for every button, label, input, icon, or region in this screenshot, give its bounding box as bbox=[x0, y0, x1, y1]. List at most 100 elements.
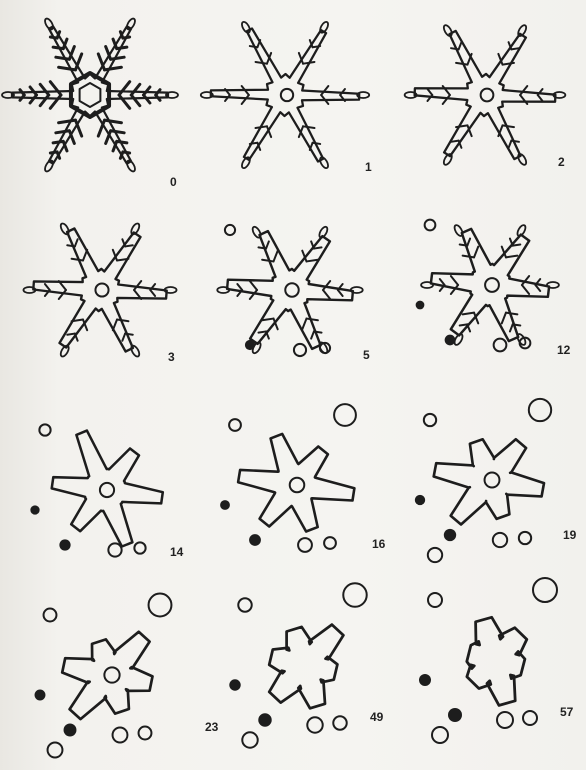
snowflake bbox=[419, 578, 557, 743]
branch bbox=[40, 95, 49, 106]
panel-8: 19 bbox=[405, 400, 575, 575]
center-ring bbox=[485, 278, 499, 292]
panel-label: 23 bbox=[205, 720, 218, 734]
branch bbox=[274, 251, 278, 262]
branch bbox=[56, 131, 70, 133]
center-ring bbox=[485, 473, 500, 488]
branch bbox=[40, 84, 49, 95]
branch bbox=[511, 48, 519, 49]
panel-label: 12 bbox=[557, 343, 570, 357]
snowflake-drawing bbox=[205, 210, 375, 385]
panel-11: 57 bbox=[410, 580, 580, 755]
droplet bbox=[225, 225, 235, 235]
branch bbox=[111, 131, 125, 133]
branch bbox=[50, 82, 61, 95]
snowflake-drawing bbox=[220, 585, 390, 760]
branch bbox=[20, 90, 24, 95]
droplet bbox=[39, 424, 50, 435]
panel-6: 14 bbox=[20, 410, 190, 585]
droplet bbox=[134, 542, 145, 553]
branch bbox=[510, 239, 513, 246]
droplet bbox=[493, 533, 507, 547]
branch bbox=[323, 290, 330, 299]
droplet bbox=[59, 539, 70, 550]
droplet bbox=[415, 495, 425, 505]
droplet bbox=[416, 301, 425, 310]
branch bbox=[123, 37, 130, 38]
droplet bbox=[424, 414, 436, 426]
arm-tip bbox=[59, 344, 70, 357]
droplet bbox=[245, 340, 255, 350]
snowflake-drawing bbox=[25, 595, 195, 770]
branch bbox=[262, 260, 273, 262]
arm-tip bbox=[442, 153, 453, 166]
branch bbox=[59, 120, 76, 123]
branch bbox=[509, 141, 512, 148]
branch bbox=[314, 247, 322, 248]
flake-outline bbox=[62, 632, 152, 719]
droplet bbox=[48, 743, 63, 758]
droplet bbox=[419, 674, 431, 686]
branch bbox=[122, 334, 125, 341]
branch bbox=[460, 245, 468, 246]
droplet bbox=[108, 543, 121, 556]
branch bbox=[131, 95, 140, 106]
flake-outline bbox=[269, 625, 343, 709]
branch bbox=[45, 284, 50, 290]
arm-tip bbox=[421, 282, 433, 288]
snowflake-drawing bbox=[210, 405, 380, 580]
arm-tip bbox=[453, 224, 464, 237]
snowflake bbox=[405, 24, 566, 166]
branch bbox=[125, 245, 133, 246]
branch bbox=[451, 48, 459, 49]
snowflake-drawing bbox=[5, 15, 175, 190]
branch bbox=[463, 256, 474, 258]
center-ring bbox=[481, 89, 494, 102]
arm-tip bbox=[251, 226, 262, 239]
branch bbox=[119, 82, 130, 95]
panel-9: 23 bbox=[25, 595, 195, 770]
branch bbox=[460, 324, 468, 325]
arm-tip bbox=[43, 17, 54, 30]
flake-outline bbox=[415, 31, 556, 159]
branch bbox=[313, 143, 321, 144]
droplet bbox=[307, 717, 322, 732]
branch bbox=[306, 260, 317, 262]
branch bbox=[513, 324, 521, 325]
branch bbox=[258, 247, 266, 248]
branch bbox=[237, 284, 242, 290]
branch bbox=[256, 62, 267, 64]
center-ring bbox=[281, 89, 293, 101]
droplet bbox=[428, 548, 442, 562]
panel-7: 16 bbox=[210, 405, 380, 580]
panel-5: 12 bbox=[405, 205, 575, 380]
branch bbox=[105, 67, 122, 70]
branch bbox=[250, 143, 258, 144]
flake-outline bbox=[431, 229, 549, 341]
branch bbox=[117, 319, 128, 321]
branch bbox=[156, 95, 160, 100]
branch bbox=[463, 313, 474, 315]
branch bbox=[311, 241, 314, 248]
droplet bbox=[445, 335, 456, 346]
branch bbox=[302, 319, 306, 330]
flake-outline bbox=[434, 439, 544, 524]
panel-label: 0 bbox=[170, 175, 177, 189]
branch bbox=[451, 276, 458, 285]
panel-label: 5 bbox=[363, 348, 370, 362]
branch bbox=[83, 250, 87, 261]
center-ring bbox=[285, 283, 298, 296]
branch bbox=[538, 95, 543, 101]
branch bbox=[113, 319, 117, 330]
branch bbox=[313, 46, 321, 47]
branch bbox=[474, 247, 478, 258]
arm-tip bbox=[125, 17, 136, 30]
panel-label: 14 bbox=[170, 545, 183, 559]
droplet bbox=[64, 724, 77, 737]
branch bbox=[427, 89, 432, 95]
snowflake bbox=[2, 17, 178, 172]
panel-label: 19 bbox=[563, 528, 576, 542]
branch bbox=[53, 47, 63, 49]
branch bbox=[266, 241, 269, 248]
arm-tip bbox=[516, 224, 527, 237]
